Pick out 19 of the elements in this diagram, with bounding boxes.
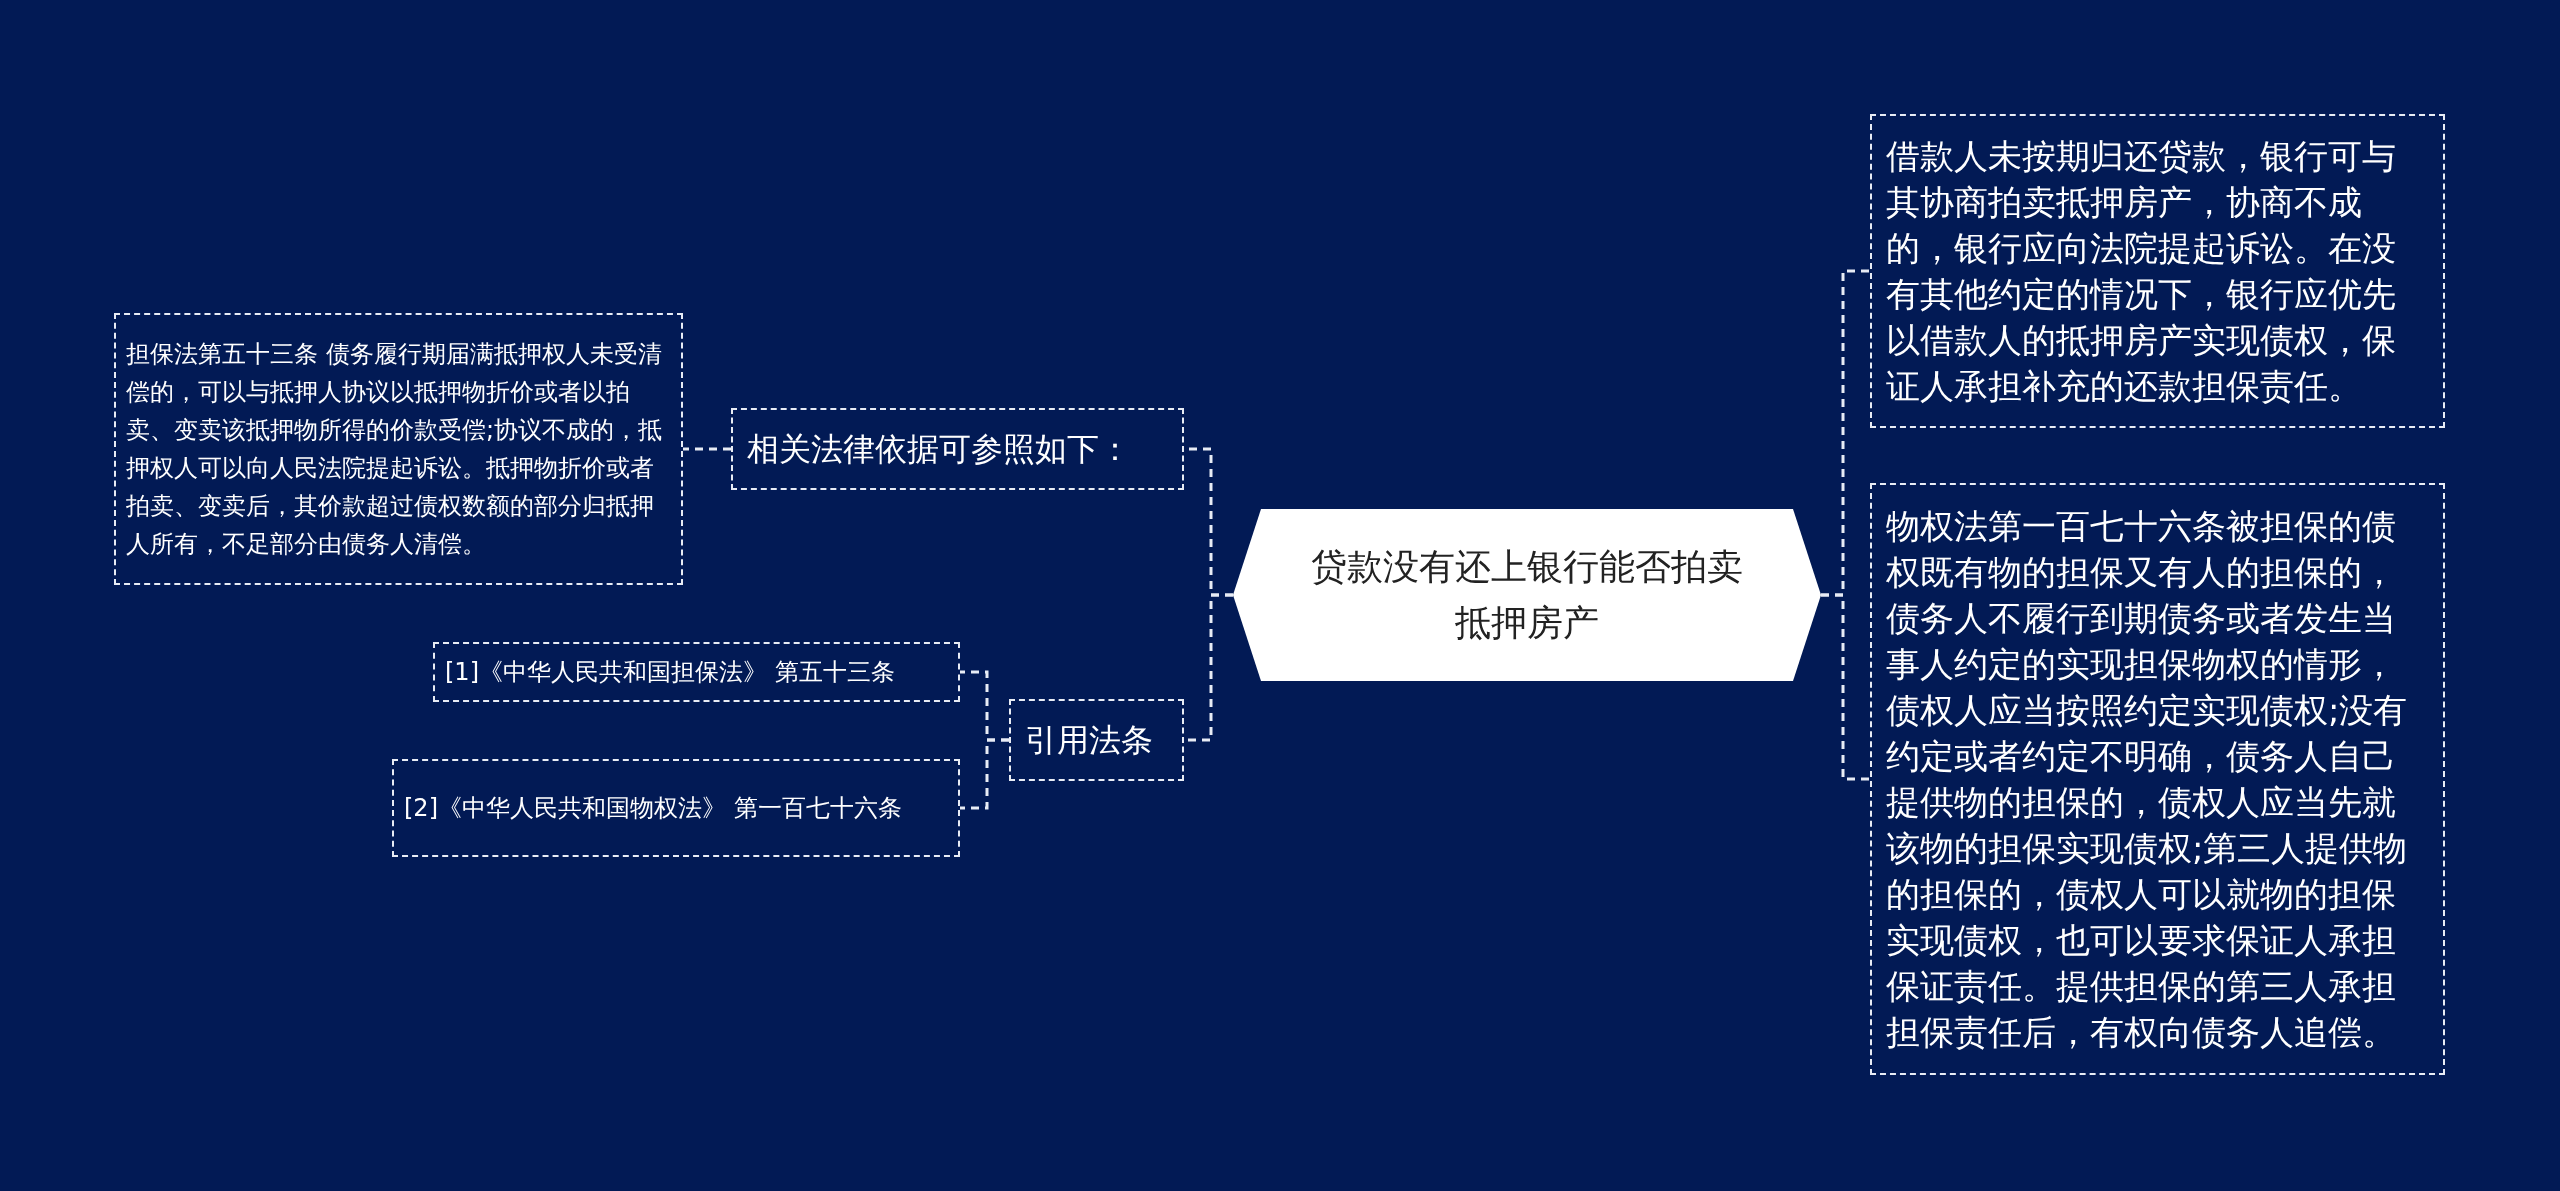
topic-box [1870,114,2445,428]
connector-line [683,447,731,451]
connector-line [1821,593,1870,781]
topic-text: [2]《中华人民共和国物权法》 第一百七十六条 [404,793,902,824]
topic-text: 引用法条 [1025,720,1153,761]
topic-text: 相关法律依据可参照如下： [747,429,1131,470]
topic-box [433,642,960,702]
connector-line [960,738,1009,810]
topic-box [114,313,683,585]
topic-box [392,759,960,857]
topic-text: 担保法第五十三条 债务履行期届满抵押权人未受清偿的，可以与抵押人协议以抵押物折价或者以拍卖、变卖该抵押物所得的价款受偿;协议不成的，抵押权人可以向人民法院提起诉讼。抵押物折价或者拍卖、变卖后，其价款超过债权数额的部分归抵押人所有，不足部分由债务人清偿。 [126,339,664,560]
topic-text: 借款人未按期归还贷款，银行可与其协商拍卖抵押房产，协商不成的，银行应向法院提起诉讼。在没有其他约定的情况下，银行应优先以借款人的抵押房产实现债权，保证人承担补充的还款担保责任。 [1886,135,2397,408]
topic-text: 物权法第一百七十六条被担保的债权既有物的担保又有人的担保的，债务人不履行到期债务或者发生当事人约定的实现担保物权的情形，债权人应当按照约定实现债权;没有约定或者约定不明确，债务人自己提供物的担保的，债权人应当先就该物的担保实现债权;第三人提供物的担保的，债权人可以就物的担保实现债权，也可以要求保证人承担保证责任。提供担保的第三人承担担保责任后，有权向债务人追偿。 [1886,505,2409,1054]
topic-text: 贷款没有还上银行能否拍卖抵押房产 [1310,545,1744,645]
topic-box [731,408,1184,490]
topic-hexagon [1233,509,1821,681]
topic-text: [1]《中华人民共和国担保法》 第五十三条 [445,657,895,688]
topic-box [1009,699,1184,781]
topic-box [1870,483,2445,1075]
